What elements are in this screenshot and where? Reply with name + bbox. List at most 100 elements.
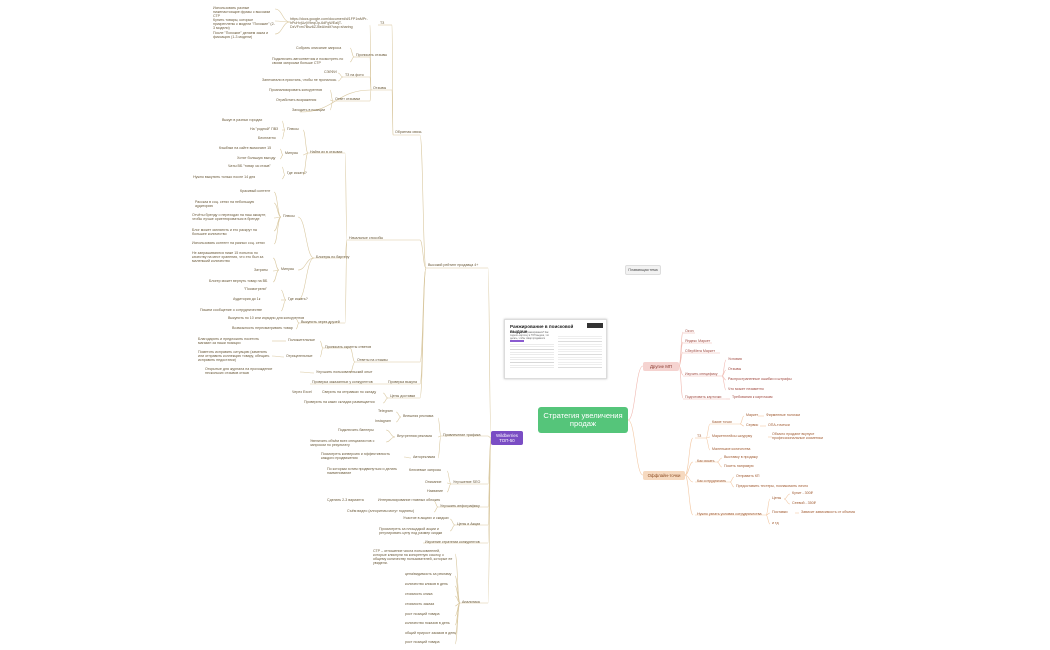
topic-label[interactable]: Рассказ в соц. сетях на небольшую аудито… [195, 200, 255, 209]
topic-label[interactable]: Блог может заплатить и его раскрут на бо… [192, 228, 257, 237]
topic-label[interactable]: Что может незаметно [728, 387, 764, 391]
branch-other-mp[interactable]: Другие МП [643, 362, 679, 371]
topic-label[interactable]: Не запрашиваются ниже 15 попыток по каче… [192, 251, 264, 264]
topic-label[interactable]: Нужно выкупить только после 14 дня [193, 175, 256, 179]
topic-label[interactable]: Использовать контент на разных соц. сетя… [192, 241, 265, 245]
topic-label[interactable]: Проверка выкупа [388, 380, 417, 384]
topic-label[interactable]: Условия [728, 357, 742, 361]
topic-label[interactable]: СЭЛФИ [324, 70, 337, 74]
branch-offline[interactable]: Оффлайн-точки [643, 471, 685, 480]
topic-label[interactable]: Посмотреть конверсию и эффективность каж… [321, 452, 390, 461]
topic-label[interactable]: Положительные [288, 338, 316, 342]
topic-label[interactable]: Поставки [772, 510, 788, 514]
topic-answer[interactable]: Ответ отзывам [335, 97, 360, 101]
topic-label[interactable]: СТР – отношение числа пользователей, кот… [373, 549, 453, 566]
topic-label[interactable]: Хотят большую выгоду [237, 156, 276, 160]
topic-label[interactable]: количество кликов в день [405, 582, 448, 586]
topic-blogger[interactable]: Блогеры по бартеру [316, 255, 350, 259]
topic-analytics[interactable]: Аналитика [462, 600, 480, 604]
topic-label[interactable]: Подготовить карточки [685, 395, 722, 399]
topic-feedback[interactable]: Обратная связь [395, 130, 422, 134]
embedded-article-thumbnail[interactable]: Ранжирование в поисковой выдаче Какой ал… [504, 319, 607, 379]
topic-label[interactable]: Название [427, 489, 444, 493]
mp-yandex[interactable]: Яндекс Маркет [685, 339, 711, 343]
topic-label[interactable]: цена/видимость за рекламу [405, 572, 452, 576]
topic-traffic[interactable]: Привлечение трафика [443, 433, 481, 437]
topic-label[interactable]: Сверить на отправках по складу [322, 390, 377, 394]
topic-label[interactable]: Распространенные ошибки и штрафы [728, 377, 792, 381]
topic-label[interactable]: Проанализировать конкурентов [269, 88, 323, 92]
topic-label[interactable]: Затраты [254, 268, 268, 272]
topic-label[interactable]: Выкупить по 10 или изрядно для конкурент… [228, 316, 305, 320]
topic-label[interactable]: Instagram [375, 419, 391, 423]
floating-topic[interactable]: Плавающая тема [625, 265, 661, 275]
topic-high-rating[interactable]: Высокий рейтинг продавца 4+ [428, 263, 479, 267]
topic-label[interactable]: Заходить в позиции [292, 108, 326, 112]
topic-label[interactable]: ОПА-точечки [768, 423, 790, 427]
branch-wildberries[interactable]: Wildberries ТОП-50 [491, 431, 523, 445]
topic-label[interactable]: Требования к карточкам [732, 395, 773, 399]
topic-label[interactable]: Посеть напрямую [724, 464, 754, 468]
topic-label[interactable]: Купить товары, которые прикреплены к мод… [213, 18, 275, 31]
topic-label[interactable]: Кэшбэки на сайте вымогают 15 [219, 146, 272, 150]
topic-label[interactable]: Чаты ВБ "товар за отзыв" [228, 164, 271, 168]
tz-link[interactable]: https://docs.google.com/document/d/1FP1w… [290, 17, 368, 30]
topic-fast-buyout[interactable]: Выкупить через друзей [301, 320, 340, 324]
topic-label[interactable]: Аудитория до 1к [233, 297, 261, 301]
topic-infographic[interactable]: Улучшить инфографику [440, 504, 480, 508]
topic-label[interactable]: Собрать описание запроса [296, 46, 342, 50]
topic-label[interactable]: Описание [425, 480, 442, 484]
topic-label[interactable]: Автореклама [413, 455, 436, 459]
mp-ozon[interactable]: Ozon [685, 329, 694, 333]
topic-label[interactable]: Фирменные полочки [766, 413, 801, 417]
topic-reviews[interactable]: Отзывы [373, 86, 387, 90]
topic-label[interactable]: Плюсы [287, 127, 299, 131]
topic-label[interactable]: Минусы [285, 151, 299, 155]
topic-label[interactable]: "Посмотрели" [244, 287, 267, 291]
topic-label[interactable]: количество показов в день [405, 621, 450, 625]
topic-tz[interactable]: ТЗ [380, 21, 385, 25]
topic-delivery-prices[interactable]: Цены доставки [390, 394, 416, 398]
topic-label[interactable]: Сеевой - 350₽ [792, 501, 816, 505]
topic-label[interactable]: Telegram [378, 409, 393, 413]
topic-label[interactable]: Бесплатно [258, 136, 276, 140]
topic-label[interactable]: Где искать? [288, 297, 308, 301]
topic-label[interactable]: Выставку в продажу [724, 455, 758, 459]
topic-label[interactable]: После "Похожие" делаем заказ и фиксацию … [213, 31, 269, 40]
topic-label[interactable]: Минусы [281, 267, 295, 271]
topic-reply[interactable]: Ответы на отзывы [357, 358, 388, 362]
topic-label[interactable]: Как искать [697, 459, 715, 463]
topic-label[interactable]: Ключевые запросы [409, 468, 442, 472]
topic-label[interactable]: Как сотрудничать [697, 479, 727, 483]
central-topic[interactable]: Стратегия увеличения продаж [538, 407, 628, 433]
topic-label[interactable]: Пометить исправить ситуацию (заменить ил… [198, 350, 270, 363]
topic-label[interactable]: Отрицательные [286, 354, 313, 358]
topic-label[interactable]: Использовать разные ниженастоящие фразы … [213, 6, 271, 19]
topic-label[interactable]: Участие в акциях и скидках [403, 516, 449, 520]
topic-label[interactable]: Открытые для журнала на прохождение неск… [205, 367, 273, 376]
topic-buy-reviews[interactable]: Прописать отзывы [356, 53, 388, 57]
topic-label[interactable]: Зависит зависимость от объема [801, 510, 855, 514]
topic-label[interactable]: Интервьюирование главных обложек [378, 498, 441, 502]
mp-sber[interactable]: СберМега Маркет [685, 349, 716, 353]
topic-label[interactable]: Через Excel [292, 390, 312, 394]
topic-label[interactable]: Просмотреть за площадкой акции и регулир… [379, 527, 443, 536]
topic-label[interactable]: стоимость заказа [405, 602, 435, 606]
topic-label[interactable]: Отзывы [728, 367, 742, 371]
topic-label[interactable]: Где искать? [287, 171, 307, 175]
topic-label[interactable]: Маркетплейсы шоуруму [712, 434, 753, 438]
topic-search[interactable]: Найти их в отзывах [310, 150, 343, 154]
topic-label[interactable]: Цены [772, 496, 782, 500]
topic-seo[interactable]: Улучшение SEO [453, 480, 481, 484]
topic-label[interactable]: Какие точки [712, 420, 732, 424]
topic-label[interactable]: рост позиций товара [405, 640, 440, 644]
topic-label[interactable]: Сервис [746, 423, 759, 427]
topic-label[interactable]: Благодарить и предложить посетить магази… [198, 337, 259, 346]
topic-label[interactable]: Увеличить объём всех специалистов с запр… [310, 439, 375, 448]
topic-label[interactable]: По которым хотим продвинуться и делать н… [327, 467, 398, 476]
topic-competitor-strategy[interactable]: Изучение стратегии конкурентов [425, 540, 480, 544]
topic-label[interactable]: Купит - 300₽ [792, 491, 813, 495]
topic-label[interactable]: Проверить на каких складах размещается [304, 400, 375, 404]
topic-label[interactable]: Подключить автоответчик и посмотреть по … [272, 57, 344, 66]
